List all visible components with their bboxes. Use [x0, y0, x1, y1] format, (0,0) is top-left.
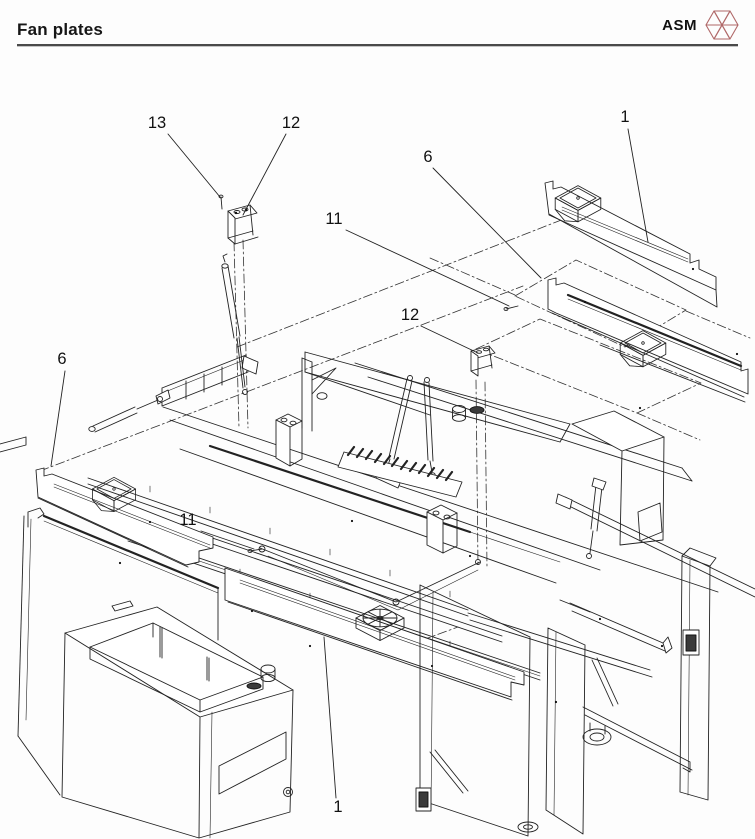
callout-label: 12 — [401, 306, 419, 324]
fastener-dots — [118, 267, 739, 704]
brand-name: ASM — [662, 16, 697, 34]
callout-label: 1 — [333, 798, 342, 816]
asm-logo-icon — [705, 10, 739, 40]
bracket-12-mid — [470, 345, 496, 377]
screw-11-left — [247, 548, 263, 554]
leader-line — [50, 370, 66, 467]
gas-spring-left — [88, 396, 163, 433]
spacer-block — [426, 504, 458, 554]
screw-11-top — [503, 305, 519, 312]
bracket-12-top — [227, 204, 259, 245]
alignment-centerlines — [39, 214, 751, 653]
support-beam — [155, 354, 259, 407]
gas-spring-exploded — [221, 253, 248, 395]
leader-line — [242, 133, 287, 216]
fan-plate-left — [35, 467, 214, 568]
callout-label: 11 — [325, 210, 342, 228]
leader-line — [323, 636, 337, 799]
leader-line — [200, 530, 255, 550]
finned-block — [337, 445, 463, 498]
screw-13 — [218, 194, 224, 210]
fan-plate-bottom — [224, 567, 525, 701]
cabinet — [61, 600, 294, 839]
page-title: Fan plates — [17, 20, 104, 39]
gas-spring-right — [586, 477, 607, 559]
leader-line — [345, 229, 510, 307]
callout-label: 11 — [179, 511, 196, 529]
callout-label: 6 — [423, 148, 432, 166]
right-frame — [415, 410, 755, 837]
leader-line — [432, 167, 542, 279]
brand: ASM — [662, 6, 741, 44]
spacer-block — [275, 413, 303, 467]
leader-line — [167, 133, 221, 198]
leader-line — [627, 128, 649, 243]
callout-label: 1 — [620, 108, 629, 126]
callout-label: 12 — [282, 114, 300, 132]
lower-left-panel — [17, 507, 220, 796]
fan-plate-top-2 — [547, 277, 749, 403]
callout-label: 13 — [148, 114, 166, 132]
fan-plate-top-1 — [544, 180, 718, 308]
machine-frame — [0, 351, 719, 681]
callout-label: 6 — [57, 350, 66, 368]
leader-line — [420, 325, 479, 354]
title-rule — [17, 44, 738, 47]
